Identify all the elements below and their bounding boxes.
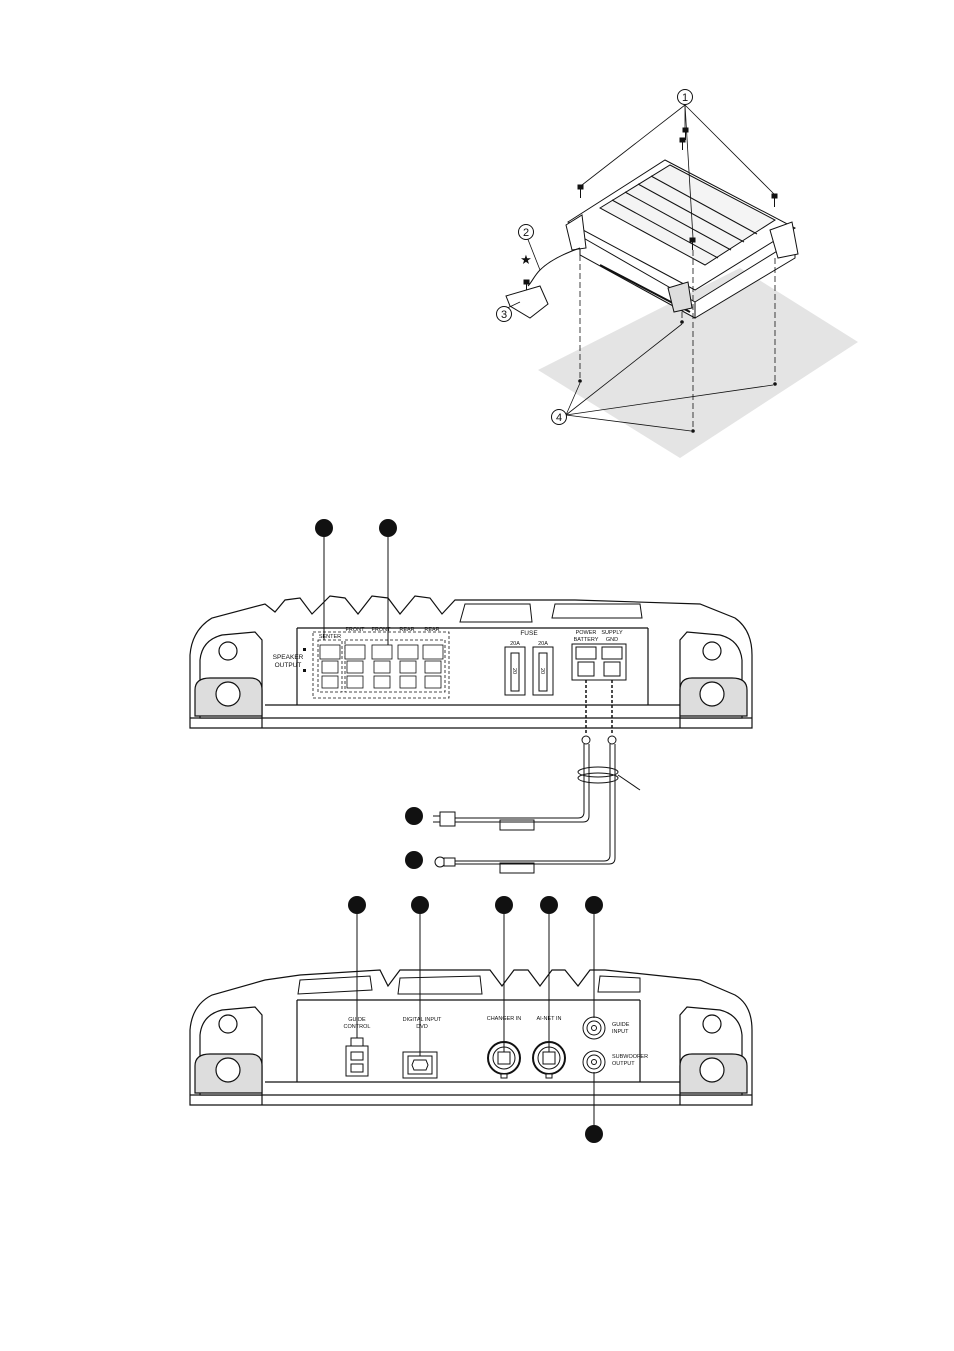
ground-wire (528, 248, 580, 286)
speaker-output-label-1: SPEAKER (273, 654, 304, 661)
input-panel: GUIDE CONTROL DIGITAL INPUT DVD CHANGER … (190, 896, 752, 1143)
fuse-1-text: 20 (511, 668, 517, 674)
callout-1: 1 (678, 90, 693, 105)
guide-input-jack (583, 1017, 605, 1039)
star-icon: ★ (520, 252, 532, 267)
marker-ground (405, 851, 423, 869)
svg-text:4: 4 (556, 412, 562, 424)
fuse-label: FUSE (520, 630, 538, 637)
speaker-output-label-2: OUTPUT (275, 662, 302, 669)
end-cap-right-b (680, 1007, 747, 1095)
power-terminals (572, 644, 626, 680)
fuse-2-text: 20 (539, 668, 545, 674)
subwoofer-output-label-1: SUBWOOFER (612, 1054, 648, 1060)
channel-label-rear-2: REAR (424, 627, 439, 633)
guide-input-label-1: GUIDE (612, 1022, 630, 1028)
callout-3: 3 (497, 307, 512, 322)
channel-label-rear-1: REAR (399, 627, 414, 633)
mounting-floor (538, 268, 858, 458)
ring-terminals (582, 736, 616, 744)
digital-input-label-1: DIGITAL INPUT (403, 1017, 442, 1023)
installation-view: 1 2 3 4 ★ (497, 90, 859, 459)
supply-gnd-label-2: GND (606, 637, 618, 643)
marker-battery (405, 807, 423, 825)
speaker-power-panel: SPEAKER OUTPUT SENTER FRONT FRONT REAR R… (190, 519, 752, 873)
supply-gnd-label-1: SUPPLY (601, 630, 623, 636)
power-battery-label-1: POWER (576, 630, 597, 636)
power-battery-label-2: BATTERY (574, 637, 599, 643)
guide-input-label-2: INPUT (612, 1029, 629, 1035)
channel-label-senter: SENTER (319, 634, 341, 640)
subwoofer-output-jack (583, 1051, 605, 1073)
end-cap-left (195, 632, 262, 718)
fuse-rating-2: 20A (538, 641, 548, 647)
digital-input-label-2: DVD (416, 1024, 428, 1030)
battery-plug-icon (433, 812, 455, 826)
callout-4: 4 (552, 410, 567, 425)
svg-text:2: 2 (523, 227, 529, 239)
end-cap-left-b (195, 1007, 262, 1095)
subwoofer-output-label-2: OUTPUT (612, 1061, 635, 1067)
svg-text:1: 1 (682, 92, 688, 104)
svg-text:3: 3 (501, 309, 507, 321)
ground-lug-icon (435, 857, 455, 867)
callout-2: 2 (519, 225, 534, 240)
fuse-rating-1: 20A (510, 641, 520, 647)
ground-plate (506, 286, 548, 318)
power-cables (455, 744, 640, 873)
end-cap-right (680, 632, 747, 718)
channel-label-front-1: FRONT (346, 627, 366, 633)
